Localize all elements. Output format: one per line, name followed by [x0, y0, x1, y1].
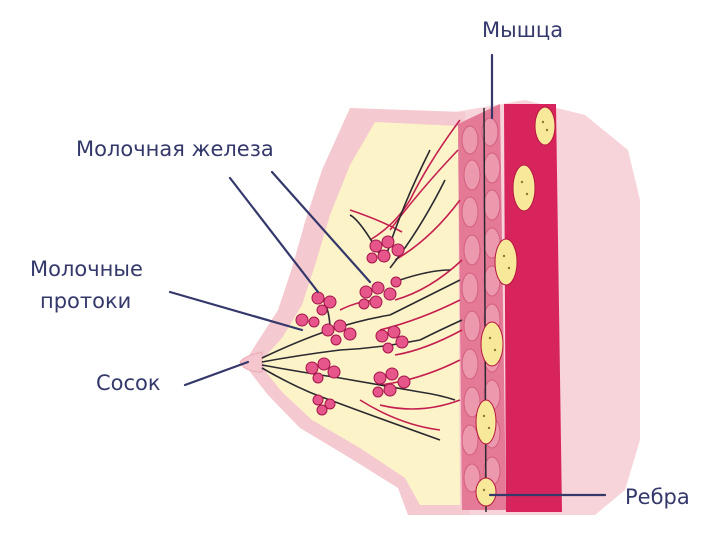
blood-vessels — [339, 119, 463, 431]
leader-lines — [168, 53, 607, 497]
label-ribs: Ребра — [625, 485, 690, 509]
muscle-fascia-line — [483, 107, 487, 513]
label-milk-ducts-line1: Молочные — [30, 257, 143, 281]
label-muscle: Мышца — [482, 18, 563, 42]
label-nipple: Сосок — [96, 371, 161, 395]
label-mammary-gland: Молочная железа — [76, 137, 274, 161]
ribs — [475, 106, 556, 507]
lobules — [295, 235, 411, 416]
rib-band — [504, 104, 562, 512]
rib-dots — [482, 120, 549, 492]
label-milk-ducts-line2: протоки — [40, 289, 131, 313]
nipple-shape — [239, 351, 263, 373]
